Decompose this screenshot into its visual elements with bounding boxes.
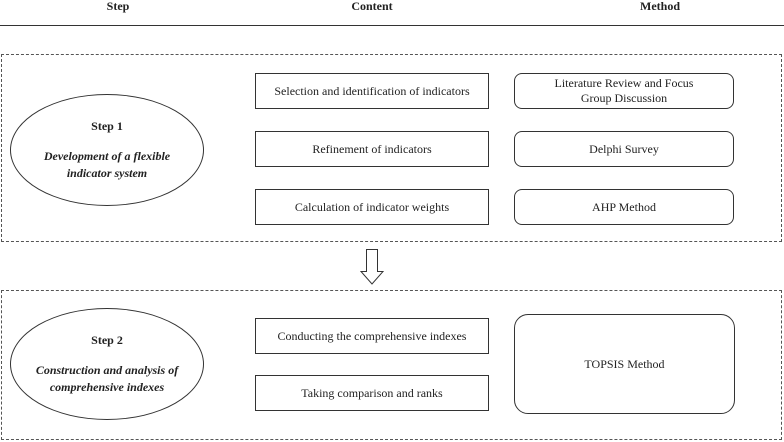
header-divider: [0, 25, 784, 26]
step1-content-box-1: Selection and identification of indicato…: [255, 73, 489, 109]
step1-content-box-2: Refinement of indicators: [255, 131, 489, 167]
step1-method-box-1: Literature Review and Focus Group Discus…: [514, 73, 734, 109]
step1-ellipse: Step 1 Development of a flexible indicat…: [10, 94, 204, 206]
column-header-method: Method: [640, 0, 680, 13]
step1-content-box-3: Calculation of indicator weights: [255, 189, 489, 225]
step2-content-box-2: Taking comparison and ranks: [255, 375, 489, 411]
step1-method-box-3: AHP Method: [514, 189, 734, 225]
step1-panel: [1, 54, 782, 242]
down-arrow-icon: [360, 249, 384, 285]
step2-ellipse: Step 2 Construction and analysis of comp…: [10, 308, 204, 420]
step2-content-box-1: Conducting the comprehensive indexes: [255, 318, 489, 354]
step2-method-box: TOPSIS Method: [514, 314, 735, 414]
step1-title: Step 1: [91, 118, 123, 133]
step1-method-box-2: Delphi Survey: [514, 131, 734, 167]
step1-subtitle: Development of a flexible indicator syst…: [43, 148, 171, 180]
step2-title: Step 2: [91, 332, 123, 347]
step2-panel: [1, 290, 782, 440]
step2-subtitle: Construction and analysis of comprehensi…: [35, 362, 179, 394]
column-header-content: Content: [351, 0, 393, 13]
column-header-step: Step: [106, 0, 130, 13]
